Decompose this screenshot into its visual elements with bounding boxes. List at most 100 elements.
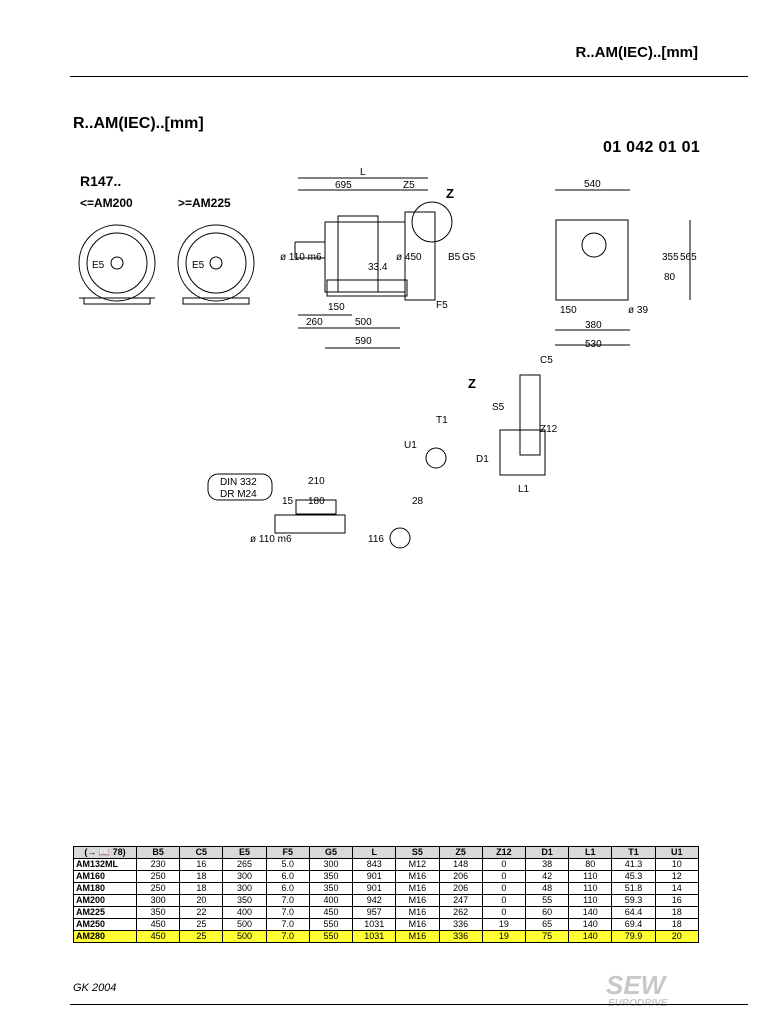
- table-cell: 250: [135, 870, 181, 883]
- svg-text:DR M24: DR M24: [220, 489, 257, 500]
- svg-text:Z: Z: [468, 376, 476, 391]
- svg-text:150: 150: [560, 305, 577, 316]
- table-cell: 75: [524, 930, 570, 943]
- document-number: 01 042 01 01: [603, 139, 701, 156]
- column-header: F5: [265, 846, 310, 859]
- svg-text:D1: D1: [476, 454, 489, 465]
- table-cell-model: AM250: [73, 918, 137, 931]
- svg-text:F5: F5: [436, 300, 448, 311]
- table-cell: 18: [179, 882, 224, 895]
- svg-text:380: 380: [585, 320, 602, 331]
- gear-unit-side-view: [324, 221, 406, 293]
- table-row: AM250 450 25 500 7.0 550 1031 M16 336 19…: [73, 918, 700, 931]
- table-cell: 400: [308, 894, 354, 907]
- table-cell: 110: [568, 882, 613, 895]
- svg-text:695: 695: [335, 180, 352, 191]
- svg-text:E5: E5: [192, 260, 205, 271]
- svg-text:Z: Z: [446, 186, 454, 201]
- table-row: AM180 250 18 300 6.0 350 901 M16 206 0 4…: [73, 882, 700, 895]
- svg-text:E5: E5: [92, 260, 105, 271]
- table-cell: 262: [438, 906, 483, 919]
- column-header: Z12: [481, 846, 526, 859]
- svg-text:C5: C5: [540, 355, 553, 366]
- table-cell: 79.9: [611, 930, 656, 943]
- table-cell: 19: [481, 930, 526, 943]
- brand-logo: SEW EURODRIVE: [606, 970, 668, 1008]
- table-cell: 350: [308, 882, 354, 895]
- column-header: C5: [179, 846, 224, 859]
- table-cell: 0: [481, 882, 526, 895]
- svg-text:15: 15: [282, 496, 294, 507]
- table-cell: 0: [481, 894, 526, 907]
- svg-text:ø 450: ø 450: [396, 252, 422, 263]
- table-cell: 206: [438, 882, 483, 895]
- table-cell: 18: [654, 918, 700, 931]
- table-cell: 942: [352, 894, 397, 907]
- svg-text:ø 39: ø 39: [628, 305, 648, 316]
- table-cell: 336: [438, 930, 483, 943]
- table-cell: 247: [438, 894, 483, 907]
- table-cell: 38: [524, 858, 570, 871]
- table-cell: 51.8: [611, 882, 656, 895]
- table-row: AM132ML 230 16 265 5.0 300 843 M12 148 0…: [73, 858, 700, 871]
- table-cell: 45.3: [611, 870, 656, 883]
- table-row: AM160 250 18 300 6.0 350 901 M16 206 0 4…: [73, 870, 700, 883]
- variant-label-small: <=AM200: [80, 196, 133, 210]
- table-cell: 18: [179, 870, 224, 883]
- svg-text:530: 530: [585, 339, 602, 350]
- table-cell: 6.0: [265, 882, 310, 895]
- dimensions-table: (→ 📖 78) B5 C5 E5 F5 G5 L S5 Z5 Z12 D1 L…: [73, 846, 700, 943]
- table-cell: 110: [568, 870, 613, 883]
- table-header-row: (→ 📖 78) B5 C5 E5 F5 G5 L S5 Z5 Z12 D1 L…: [73, 846, 700, 859]
- svg-text:G5: G5: [462, 252, 476, 263]
- table-cell: 80: [568, 858, 613, 871]
- svg-text:28: 28: [412, 496, 424, 507]
- table-cell: 16: [654, 894, 700, 907]
- svg-text:L: L: [360, 167, 366, 178]
- svg-text:S5: S5: [492, 402, 505, 413]
- table-cell: 55: [524, 894, 570, 907]
- table-cell: 12: [654, 870, 700, 883]
- table-cell: 60: [524, 906, 570, 919]
- table-cell: 500: [222, 930, 267, 943]
- flange-view-small: [78, 224, 156, 302]
- gear-unit-front-view: [555, 219, 629, 301]
- table-cell: 450: [135, 918, 181, 931]
- table-cell: 901: [352, 870, 397, 883]
- table-cell: 300: [308, 858, 354, 871]
- svg-text:116: 116: [368, 534, 384, 545]
- svg-text:33.4: 33.4: [368, 262, 388, 273]
- table-cell: 901: [352, 882, 397, 895]
- variant-label-large: >=AM225: [178, 196, 231, 210]
- column-header: T1: [611, 846, 656, 859]
- table-cell: 450: [308, 906, 354, 919]
- table-cell: 22: [179, 906, 224, 919]
- table-cell: 140: [568, 918, 613, 931]
- svg-text:ø 110 m6: ø 110 m6: [280, 252, 322, 263]
- column-header: (→ 📖 78): [73, 846, 137, 859]
- table-cell: 7.0: [265, 930, 310, 943]
- svg-text:L1: L1: [518, 484, 530, 495]
- flange-view-large: [177, 224, 255, 302]
- header-rule: [70, 76, 748, 77]
- table-cell: 1031: [352, 930, 397, 943]
- svg-text:Z5: Z5: [403, 180, 415, 191]
- table-cell: 6.0: [265, 870, 310, 883]
- table-cell: 7.0: [265, 918, 310, 931]
- table-cell: M16: [395, 930, 440, 943]
- table-cell: 230: [135, 858, 181, 871]
- model-label: R147..: [80, 173, 121, 189]
- table-cell: 350: [308, 870, 354, 883]
- column-header: U1: [654, 846, 700, 859]
- svg-text:180: 180: [308, 496, 325, 507]
- svg-text:B5: B5: [448, 252, 461, 263]
- column-header: Z5: [438, 846, 483, 859]
- table-cell: 14: [654, 882, 700, 895]
- table-cell: 265: [222, 858, 267, 871]
- svg-text:T1: T1: [436, 415, 448, 426]
- table-cell: 400: [222, 906, 267, 919]
- svg-text:EURODRIVE: EURODRIVE: [608, 998, 668, 1008]
- table-cell: 7.0: [265, 906, 310, 919]
- table-cell: 140: [568, 906, 613, 919]
- column-header: D1: [524, 846, 570, 859]
